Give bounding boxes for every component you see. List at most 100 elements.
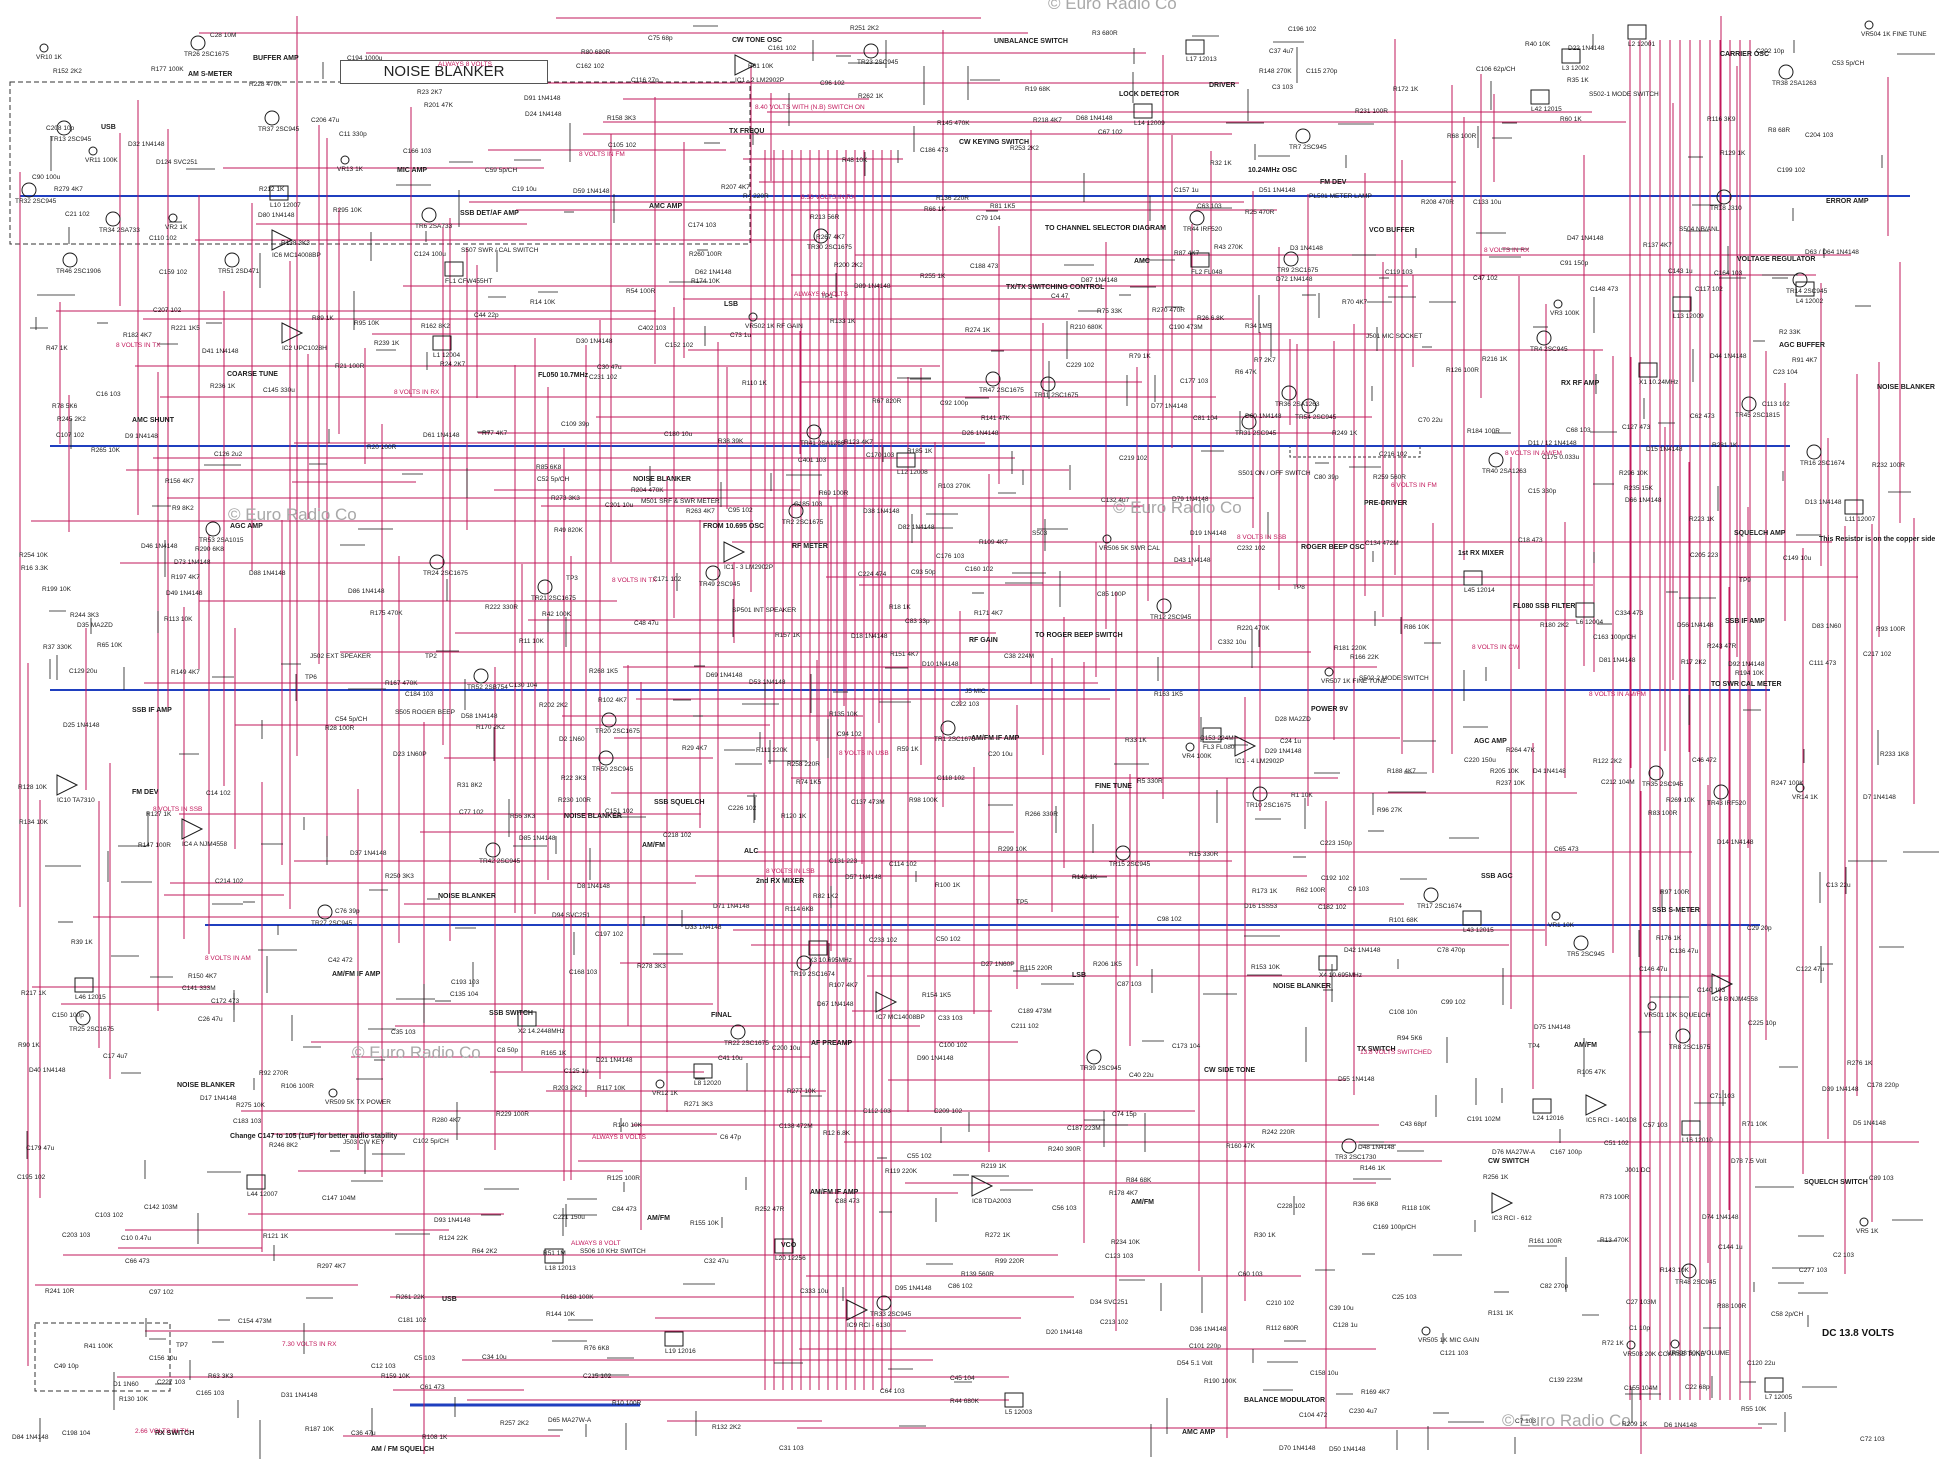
component-label: L46 12015 bbox=[75, 994, 106, 1001]
component-label: C98 102 bbox=[1157, 916, 1182, 923]
transistor-symbol bbox=[796, 955, 812, 971]
component-label: C19 10u bbox=[512, 186, 537, 193]
component-label: TR48 2SC945 bbox=[1675, 1279, 1717, 1286]
component-label: R86 10K bbox=[1404, 624, 1430, 631]
component-label: R12 6.8K bbox=[823, 1130, 851, 1137]
component-label: C177 103 bbox=[1180, 378, 1209, 385]
component-label: R172 1K bbox=[1393, 86, 1419, 93]
component-label: D33 1N4148 bbox=[685, 924, 722, 931]
component-label: C218 102 bbox=[663, 832, 692, 839]
component-label: VR504 1K FINE TUNE bbox=[1861, 31, 1927, 38]
component-label: IC1 - 3 LM2902P bbox=[724, 564, 774, 571]
component-label: IC1 - 4 LM2902P bbox=[1235, 758, 1285, 765]
block-annotation: POWER 9V bbox=[1311, 706, 1348, 713]
transistor-symbol bbox=[806, 424, 822, 440]
component-label: VR5 1K bbox=[1856, 1228, 1879, 1235]
component-label: C144 1u bbox=[1718, 1244, 1743, 1251]
component-label: C162 102 bbox=[576, 63, 605, 70]
component-label: C79 104 bbox=[976, 215, 1001, 222]
component-label: R259 560R bbox=[1373, 474, 1406, 481]
component-label: R73 100R bbox=[1600, 1194, 1630, 1201]
component-label: C197 102 bbox=[595, 931, 624, 938]
component-label: TR14 2SC945 bbox=[1786, 288, 1828, 295]
component-label: D66 1N4148 bbox=[1625, 497, 1662, 504]
component-label: C146 47u bbox=[1639, 966, 1668, 973]
component-label: TR4 2SC945 bbox=[1530, 346, 1568, 353]
component-label: C223 150p bbox=[1320, 840, 1352, 847]
block-annotation: CW SIDE TONE bbox=[1204, 1067, 1256, 1074]
component-label: R273 3K3 bbox=[551, 495, 580, 502]
component-label: J5 MIC bbox=[965, 688, 986, 695]
component-label: R253 2K2 bbox=[1010, 145, 1039, 152]
rail-label: 8 VOLTS IN FM bbox=[579, 151, 625, 158]
component-label: C148 473 bbox=[1590, 286, 1619, 293]
component-label: R49 820K bbox=[554, 527, 583, 534]
component-label: R39 1K bbox=[71, 939, 93, 946]
component-label: TR44 IRF520 bbox=[1183, 226, 1223, 233]
component-label: L2 12001 bbox=[1628, 41, 1656, 48]
component-label: TR41 2SA1266 bbox=[800, 440, 845, 447]
component-label: TR8 2SC1675 bbox=[1669, 1044, 1711, 1051]
component-label: R75 33K bbox=[1097, 308, 1123, 315]
coil-symbol bbox=[1795, 281, 1815, 297]
component-label: C120 22u bbox=[1747, 1360, 1776, 1367]
component-label: R126 100R bbox=[1446, 367, 1479, 374]
component-label: C58 2p/CH bbox=[1771, 1311, 1804, 1318]
component-label: IC2 UPC1028H bbox=[282, 345, 327, 352]
component-label: R203 2K2 bbox=[553, 1085, 582, 1092]
component-label: TR23 2SC945 bbox=[857, 59, 899, 66]
component-label: IC4 A NJM4558 bbox=[182, 841, 228, 848]
component-label: R121 1K bbox=[263, 1233, 289, 1240]
block-annotation: COARSE TUNE bbox=[227, 371, 278, 378]
component-label: R261 22K bbox=[396, 1294, 425, 1301]
component-label: C139 223M bbox=[1549, 1377, 1583, 1384]
component-label: R72 1K bbox=[1602, 1340, 1624, 1347]
block-annotation: CARRIER OSC bbox=[1720, 51, 1770, 58]
block-annotation: AM/FM bbox=[642, 842, 665, 849]
component-label: C213 102 bbox=[1100, 1319, 1129, 1326]
component-label: C205 223 bbox=[1690, 552, 1719, 559]
component-label: D76 MA27W-A bbox=[1492, 1149, 1536, 1156]
component-label: C68 103 bbox=[1566, 427, 1591, 434]
block-annotation: SSB IF AMP bbox=[1725, 618, 1765, 625]
component-label: R190 100K bbox=[1204, 1378, 1237, 1385]
coil-symbol bbox=[896, 452, 916, 468]
component-label: C180 10u bbox=[664, 431, 693, 438]
component-label: R232 100R bbox=[1872, 462, 1905, 469]
component-label: C221 150u bbox=[553, 1214, 585, 1221]
component-label: R266 330R bbox=[1025, 811, 1058, 818]
component-label: R167 470K bbox=[385, 680, 418, 687]
component-label: C46 472 bbox=[1692, 757, 1717, 764]
component-label: TR9 2SC1675 bbox=[1277, 267, 1319, 274]
block-annotation: AM S-METER bbox=[188, 71, 233, 78]
component-label: D90 1N4148 bbox=[917, 1055, 954, 1062]
block-annotation: AMC AMP bbox=[649, 203, 683, 210]
coil-symbol bbox=[1462, 910, 1482, 926]
component-label: C92 100p bbox=[940, 400, 969, 407]
component-label: R274 1K bbox=[965, 327, 991, 334]
component-label: C13 22u bbox=[1826, 882, 1851, 889]
component-label: R69 100R bbox=[819, 490, 849, 497]
component-label: R62 100R bbox=[1296, 887, 1326, 894]
component-label: C40 22u bbox=[1129, 1072, 1154, 1079]
component-label: R204 470K bbox=[631, 487, 664, 494]
component-label: R240 390R bbox=[1048, 1146, 1081, 1153]
component-label: R207 4K7 bbox=[721, 184, 750, 191]
component-label: TR19 2SC1674 bbox=[790, 971, 835, 978]
component-label: R1 10K bbox=[1291, 792, 1313, 799]
coil-symbol bbox=[1764, 1377, 1784, 1393]
component-label: C34 10u bbox=[482, 1354, 507, 1361]
component-label: C136 47u bbox=[1670, 948, 1699, 955]
component-label: C219 102 bbox=[1119, 455, 1148, 462]
component-label: D8 1N4148 bbox=[577, 883, 610, 890]
component-label: D60 1N4148 bbox=[1245, 413, 1282, 420]
component-label: R249 1K bbox=[1332, 430, 1358, 437]
component-label: TR13 2SC945 bbox=[50, 136, 92, 143]
component-label: D55 1N4148 bbox=[1338, 1076, 1375, 1083]
component-label: R264 47K bbox=[1506, 747, 1535, 754]
component-label: C134 472M bbox=[1365, 540, 1399, 547]
component-label: R141 47K bbox=[981, 415, 1010, 422]
component-label: TR6 2SA733 bbox=[415, 223, 453, 230]
component-label: C277 103 bbox=[1799, 1267, 1828, 1274]
component-label: C119 103 bbox=[1385, 269, 1413, 276]
